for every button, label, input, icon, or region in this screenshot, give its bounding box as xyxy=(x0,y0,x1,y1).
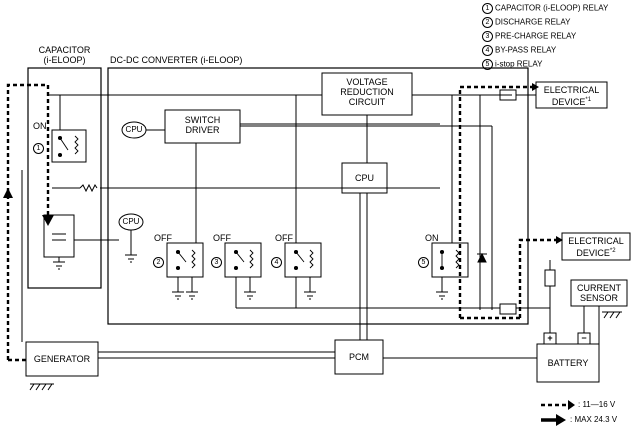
relay-2-number: 2 xyxy=(153,257,166,269)
elec-device-2-box xyxy=(561,232,631,261)
battery-box xyxy=(536,343,600,383)
legend-line-bold: : MAX 24.3 V xyxy=(570,415,618,424)
converter-title: DC-DC CONVERTER (i-ELOOP) xyxy=(110,55,243,65)
relay-1-number: 1 xyxy=(33,143,46,155)
capacitor-title: CAPACITOR(i-ELOOP) xyxy=(38,45,91,65)
cpu-center-box xyxy=(341,162,388,194)
capacitor-state: ON xyxy=(33,121,47,131)
relay-4-switch xyxy=(293,249,314,271)
relay-5-state: ON xyxy=(425,233,439,243)
cpu-label-1: CPU xyxy=(125,125,143,134)
battery-minus: − xyxy=(581,333,587,343)
relay-3-number: 3 xyxy=(211,257,224,269)
relay-1-box xyxy=(51,129,87,163)
dotted-path-generator xyxy=(6,83,50,360)
relay-4-box xyxy=(284,242,322,278)
converter-box xyxy=(107,67,529,325)
relay-2-switch xyxy=(175,249,196,271)
relay-5-switch xyxy=(439,249,460,271)
relay-5-number: 5 xyxy=(418,257,431,269)
pcm-label: PCM xyxy=(349,352,369,362)
battery-label: BATTERY xyxy=(547,358,589,368)
cpu-label-2: CPU xyxy=(122,217,140,226)
cpu-label-center: CPU xyxy=(354,173,374,183)
relay-3-state: OFF xyxy=(213,233,231,243)
relay-2-state: OFF xyxy=(154,233,172,243)
relay-4-number: 4 xyxy=(271,257,284,269)
capacitor-box xyxy=(27,67,102,289)
dotted-path-device2 xyxy=(518,238,556,318)
relay-4-state: OFF xyxy=(275,233,293,243)
relay-1-switch xyxy=(57,135,79,158)
relay-5-box xyxy=(431,242,469,278)
relay-3-box xyxy=(224,242,262,278)
legend-line-dotted: : 11—16 V xyxy=(578,400,616,409)
dotted-path-device1 xyxy=(458,85,532,318)
relay-3-switch xyxy=(233,249,254,271)
generator-label: GENERATOR xyxy=(33,354,91,364)
relay-2-box xyxy=(166,242,204,278)
battery-plus: + xyxy=(547,333,553,343)
pcm-box xyxy=(334,339,384,375)
